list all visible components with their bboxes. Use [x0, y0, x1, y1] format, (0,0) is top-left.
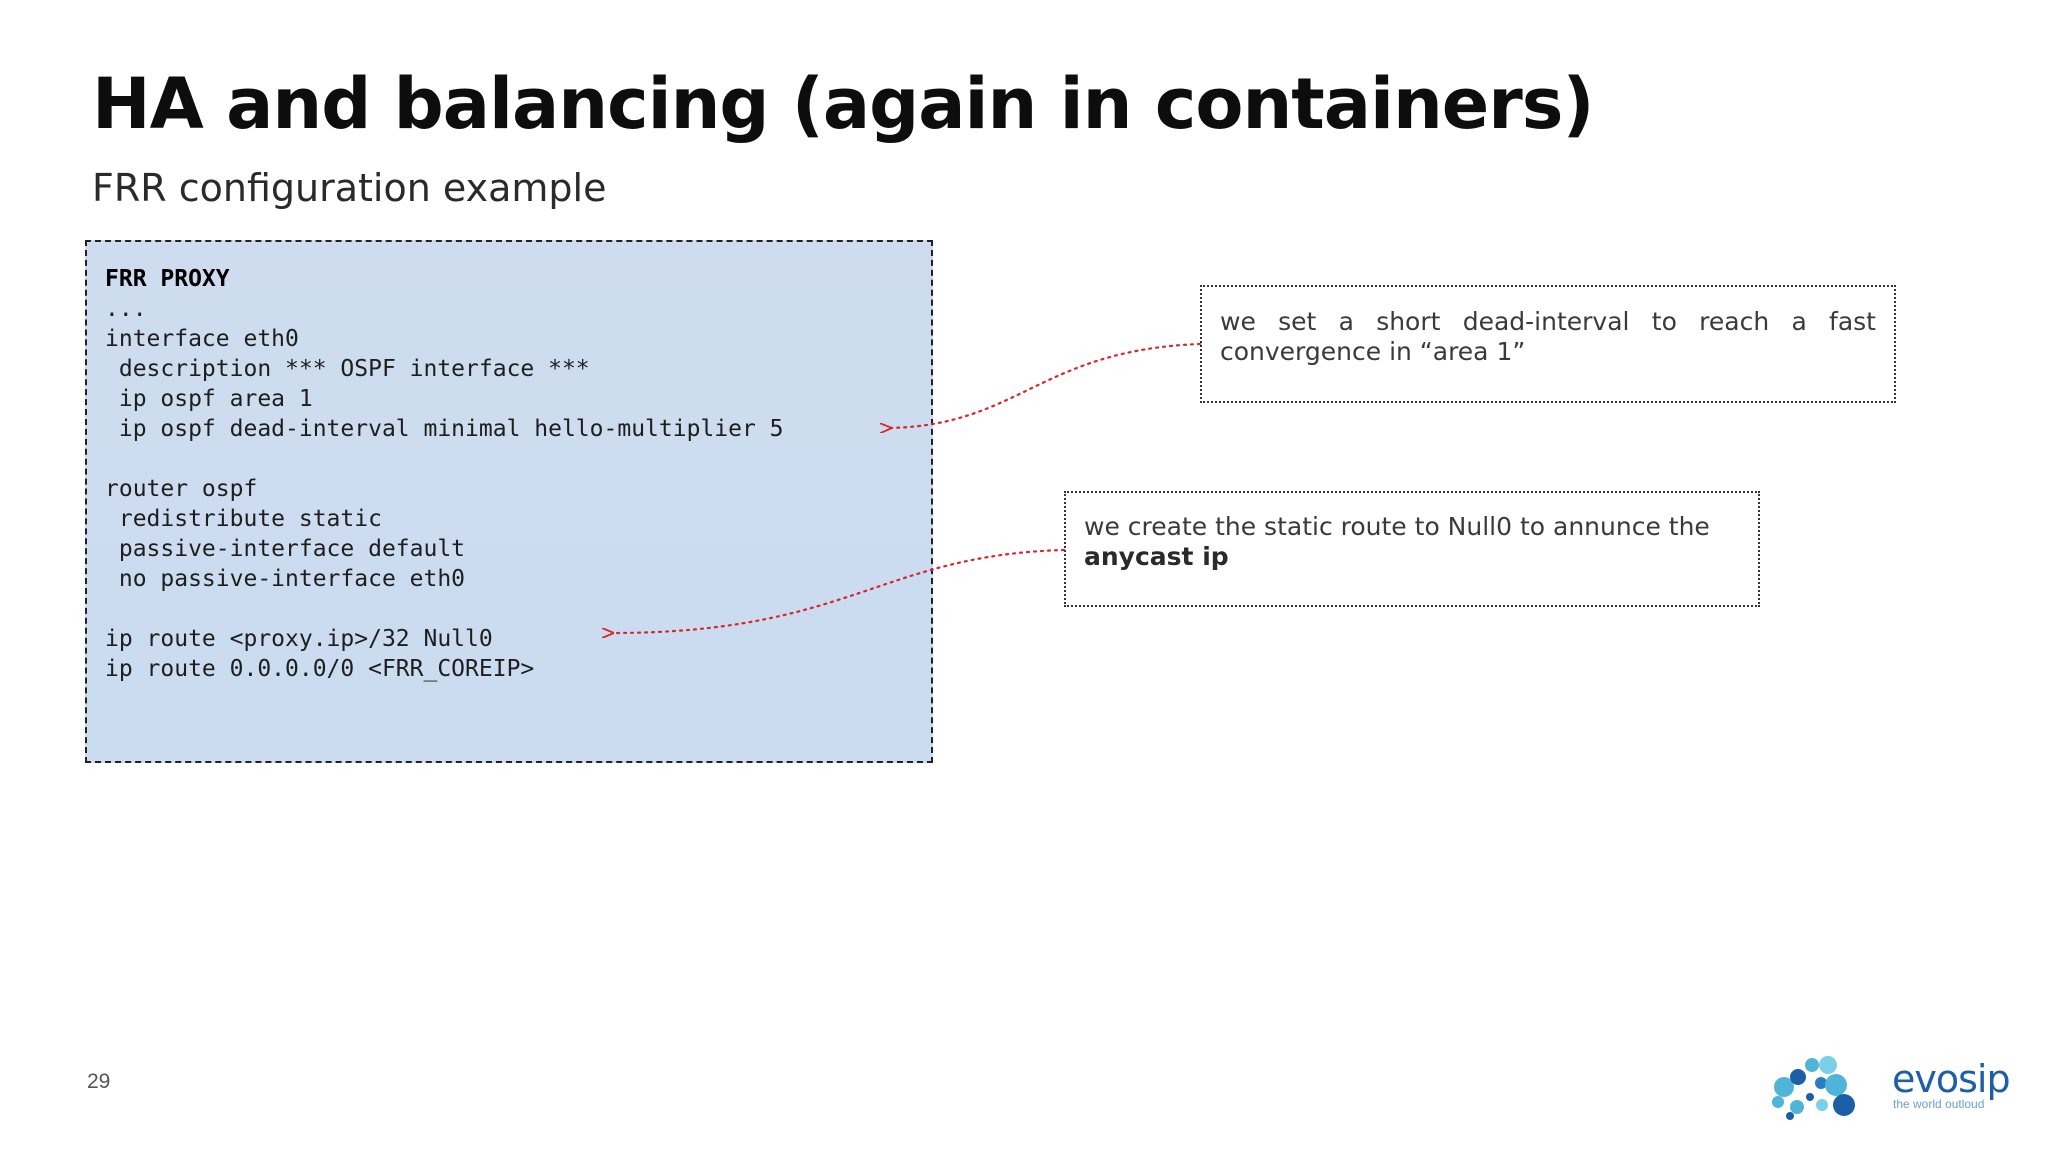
callout-static-route: we create the static route to Null0 to a… [1064, 491, 1760, 607]
callout-text: we set a short dead-interval to reach a … [1220, 307, 1876, 366]
code-line: ip route <proxy.ip>/32 Null0 [105, 626, 493, 652]
evosip-logo-icon [1772, 1056, 1855, 1120]
code-line: description *** OSPF interface *** [105, 356, 590, 382]
slide-subtitle: FRR configuration example [92, 166, 607, 210]
code-block: FRR PROXY ... interface eth0 description… [85, 240, 933, 763]
arrow-to-null-route [612, 548, 1066, 633]
code-line: no passive-interface eth0 [105, 566, 466, 592]
page-number: 29 [87, 1070, 111, 1093]
code-line: ip ospf area 1 [105, 386, 313, 412]
code-line: router ospf [105, 476, 258, 502]
logo-wordmark: evosip [1892, 1057, 2011, 1101]
slide-title: HA and balancing (again in containers) [92, 63, 1594, 145]
callout-dead-interval: we set a short dead-interval to reach a … [1200, 285, 1896, 403]
code-line: FRR PROXY [105, 266, 230, 292]
code-line: ip ospf dead-interval minimal hello-mult… [105, 416, 784, 442]
code-line: ip route 0.0.0.0/0 <FRR_COREIP> [105, 656, 535, 682]
logo-tagline: the world outloud [1893, 1097, 1985, 1111]
code-line: passive-interface default [105, 536, 466, 562]
code-line: ... [105, 296, 147, 322]
callout-text: we create the static route to Null0 to a… [1084, 512, 1710, 541]
callout-bold-text: anycast ip [1084, 542, 1229, 571]
arrow-to-dead-interval [890, 342, 1202, 428]
code-line: redistribute static [105, 506, 382, 532]
code-line: interface eth0 [105, 326, 299, 352]
